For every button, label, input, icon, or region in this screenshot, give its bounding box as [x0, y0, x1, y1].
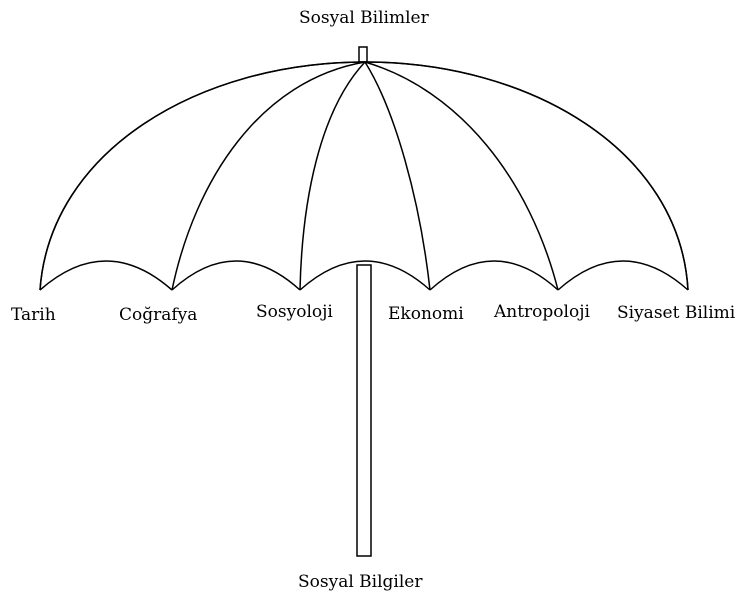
- rib-label-siyaset-bilimi: Siyaset Bilimi: [617, 305, 735, 322]
- canopy-outline: [40, 62, 688, 290]
- rib-ekonomi: [365, 62, 430, 290]
- rib-tarih: [40, 62, 365, 290]
- hem-5: [558, 261, 688, 290]
- rib-label-sosyoloji: Sosyoloji: [256, 304, 333, 321]
- rib-cografya: [172, 62, 365, 290]
- rib-label-cografya: Coğrafya: [119, 307, 197, 324]
- hem-4: [430, 261, 558, 290]
- rib-siyaset: [365, 62, 688, 290]
- rib-label-ekonomi: Ekonomi: [388, 306, 464, 323]
- bottom-label: Sosyal Bilgiler: [298, 574, 423, 591]
- rib-label-antropoloji: Antropoloji: [494, 304, 590, 321]
- rib-antropoloji: [365, 62, 558, 290]
- hem-1: [40, 261, 172, 290]
- hem-2: [172, 261, 300, 290]
- top-label: Sosyal Bilimler: [299, 10, 429, 27]
- rib-label-tarih: Tarih: [11, 307, 56, 324]
- umbrella-tip: [359, 47, 367, 62]
- rib-sosyoloji: [300, 62, 365, 290]
- umbrella-shaft: [357, 265, 371, 556]
